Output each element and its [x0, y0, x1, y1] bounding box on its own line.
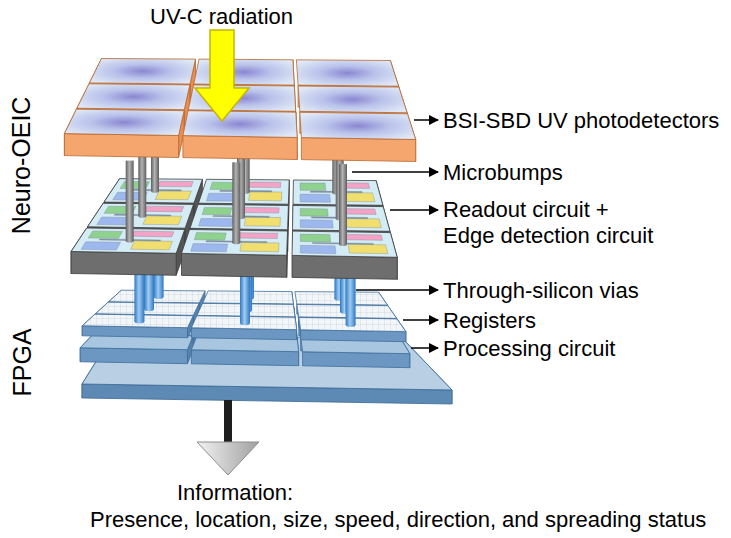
circuit-block [300, 234, 330, 242]
circuit-block [132, 231, 174, 237]
readout-layer-front [71, 252, 176, 276]
photodetector-layer-tile [89, 59, 195, 85]
layer-label: Through-silicon vias [443, 278, 639, 303]
output-arrow [197, 400, 259, 475]
circuit-block [348, 244, 388, 254]
circuit-block [344, 218, 381, 227]
circuit-block [194, 233, 226, 241]
photodetector-layer-tile [194, 59, 294, 85]
circuit-block [300, 183, 326, 191]
circuit-block [88, 231, 122, 239]
circuit-block [300, 220, 333, 228]
stack-label: FPGA [8, 328, 37, 396]
circuit-block [131, 241, 173, 250]
circuit-block [199, 218, 234, 226]
microbump [339, 242, 347, 246]
through-silicon-via [346, 322, 356, 327]
readout-layer-front [292, 255, 397, 279]
leader-line [352, 171, 438, 173]
circuit-block [157, 181, 193, 187]
photodetector-layer-tile [64, 109, 184, 135]
microbump [151, 189, 159, 193]
output-list: Presence, location, size, speed, directi… [90, 507, 706, 532]
layer-label: Microbumps [443, 160, 563, 185]
readout-layer-front [182, 253, 287, 277]
microbump [339, 164, 347, 244]
leader-line [403, 319, 438, 321]
circuit-block [237, 233, 278, 239]
uv-arrow-shape [195, 30, 249, 121]
photodetector-layer-tile [77, 84, 190, 110]
through-silicon-via [240, 320, 250, 325]
circuit-block [240, 242, 279, 251]
layer-label: Readout circuit + Edge detection circuit [443, 197, 659, 248]
microbump [126, 161, 134, 241]
layer-stack [64, 59, 452, 405]
circuit-block [244, 217, 280, 226]
circuit-block [300, 194, 330, 202]
through-silicon-via [134, 318, 144, 323]
leader-line [390, 209, 438, 211]
output-heading: Information: [177, 480, 293, 505]
through-silicon-via [144, 306, 154, 311]
circuit-block [342, 234, 383, 240]
microbump [126, 239, 134, 243]
processing-layer-front [80, 348, 187, 364]
microbump [232, 240, 240, 244]
leader-line [411, 347, 438, 349]
circuit-block [300, 209, 328, 217]
output-arrow-stem [224, 400, 232, 443]
circuit-block [242, 207, 279, 213]
layer-label: Registers [443, 308, 536, 333]
leader-lines [352, 120, 438, 348]
circuit-block [155, 191, 191, 200]
microbump [138, 214, 146, 218]
processing-layer-front [191, 350, 298, 366]
stack-label: Neuro-OEIC [7, 96, 36, 234]
layer-label: BSI-SBD UV photodetectors [443, 108, 719, 133]
photodetector-layer-front [64, 134, 178, 158]
circuit-block [247, 182, 281, 188]
circuit-block [145, 206, 184, 212]
circuit-block [81, 242, 121, 250]
output-arrow-head [197, 442, 259, 475]
photodetector-layer-front [301, 138, 415, 162]
photodetector-layer-front [183, 136, 297, 160]
photodetector-layer-tile [296, 60, 398, 86]
processing-layer-front [303, 352, 410, 368]
layer-label: Processing circuit [443, 336, 615, 361]
circuit-block [191, 244, 228, 252]
circuit-block [202, 207, 232, 215]
photodetector-layer-tile [298, 86, 407, 113]
leader-line [414, 119, 438, 121]
uv-arrow [195, 30, 249, 121]
microbump [232, 162, 240, 242]
leader-line [356, 289, 438, 291]
circuit-block [300, 245, 336, 254]
through-silicon-via [154, 294, 164, 299]
radiation-label: UV-C radiation [150, 4, 293, 29]
photodetector-layer-tile [300, 112, 416, 139]
photodetector-layer-tile [183, 111, 297, 138]
circuit-block [249, 192, 282, 201]
circuit-block [143, 216, 182, 225]
